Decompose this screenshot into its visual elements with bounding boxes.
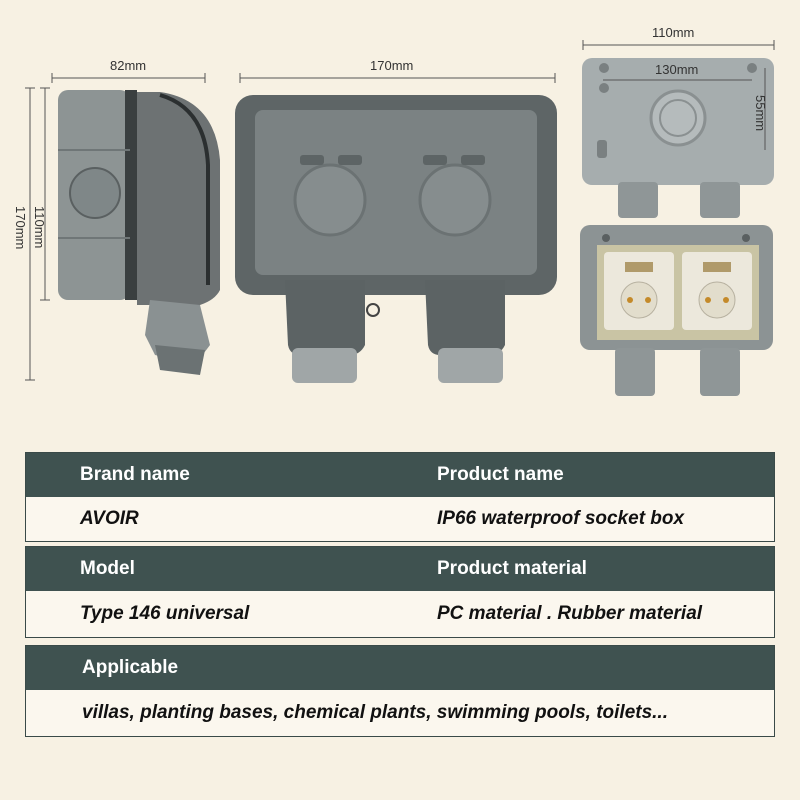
dim-back-height: 55mm (753, 95, 768, 132)
spec-block-1: Brand name Product name AVOIR IP66 water… (25, 452, 775, 542)
dim-side-height-inner: 110mm (32, 206, 47, 249)
side-view-socket-box (58, 90, 220, 375)
dim-back-width-outer: 110mm (652, 25, 695, 40)
spec-block-2: Model Product material Type 146 universa… (25, 546, 775, 638)
header-product-material: Product material (437, 558, 587, 579)
spec-value-row: AVOIR IP66 waterproof socket box (26, 497, 774, 541)
spec-block-3: Applicable villas, planting bases, chemi… (25, 645, 775, 737)
back-view-socket-box (582, 58, 774, 218)
spec-value-row: Type 146 universal PC material . Rubber … (26, 591, 774, 637)
dim-back-width-inner: 130mm (655, 62, 699, 77)
header-model: Model (80, 558, 135, 579)
spec-header-row: Model Product material (26, 547, 774, 591)
value-brand-name: AVOIR (80, 508, 139, 529)
spec-header-row: Applicable (26, 646, 774, 690)
header-brand-name: Brand name (80, 464, 190, 485)
product-illustration (25, 40, 775, 396)
value-model: Type 146 universal (80, 603, 250, 624)
value-product-name: IP66 waterproof socket box (437, 508, 685, 529)
value-applicable: villas, planting bases, chemical plants,… (82, 702, 668, 723)
spec-header-row: Brand name Product name (26, 453, 774, 497)
dim-front-width: 170mm (370, 58, 414, 73)
spec-value-row: villas, planting bases, chemical plants,… (26, 690, 774, 736)
header-product-name: Product name (437, 464, 564, 485)
open-view-socket-box (580, 225, 773, 396)
value-product-material: PC material . Rubber material (437, 603, 703, 624)
dimension-lines (25, 40, 775, 381)
dim-side-height-outer: 170mm (13, 206, 28, 250)
header-applicable: Applicable (82, 657, 179, 678)
dim-side-width: 82mm (110, 58, 147, 73)
front-view-socket-box (235, 95, 557, 383)
